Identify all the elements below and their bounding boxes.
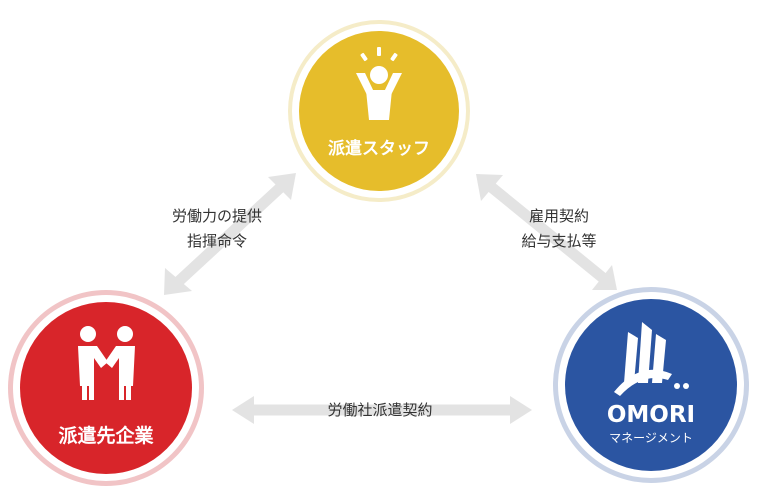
cheering-person-icon xyxy=(356,47,402,120)
arrow-omori-staff xyxy=(476,174,617,290)
node-omori: OMORI マネージメント xyxy=(553,287,749,483)
edge-client-staff-line2: 指揮命令 xyxy=(187,232,247,250)
node-omori-sublabel: マネージメント xyxy=(609,431,693,445)
node-staff-label: 派遣スタッフ xyxy=(328,138,430,159)
edge-omori-staff-line2: 給与支払等 xyxy=(521,232,596,250)
node-omori-label: OMORI xyxy=(607,402,695,428)
edge-omori-staff-line1: 雇用契約 xyxy=(529,207,589,225)
node-client: 派遣先企業 xyxy=(8,290,204,486)
omori-logo-icon xyxy=(614,322,689,396)
handshake-icon xyxy=(78,326,135,400)
node-staff: 派遣スタッフ xyxy=(288,20,470,202)
arrow-client-omori xyxy=(232,396,532,424)
edge-client-omori-line1: 労働社派遣契約 xyxy=(327,401,432,419)
node-client-label: 派遣先企業 xyxy=(58,424,154,447)
edge-client-staff-line1: 労働力の提供 xyxy=(172,207,262,225)
arrow-client-staff xyxy=(164,173,296,295)
